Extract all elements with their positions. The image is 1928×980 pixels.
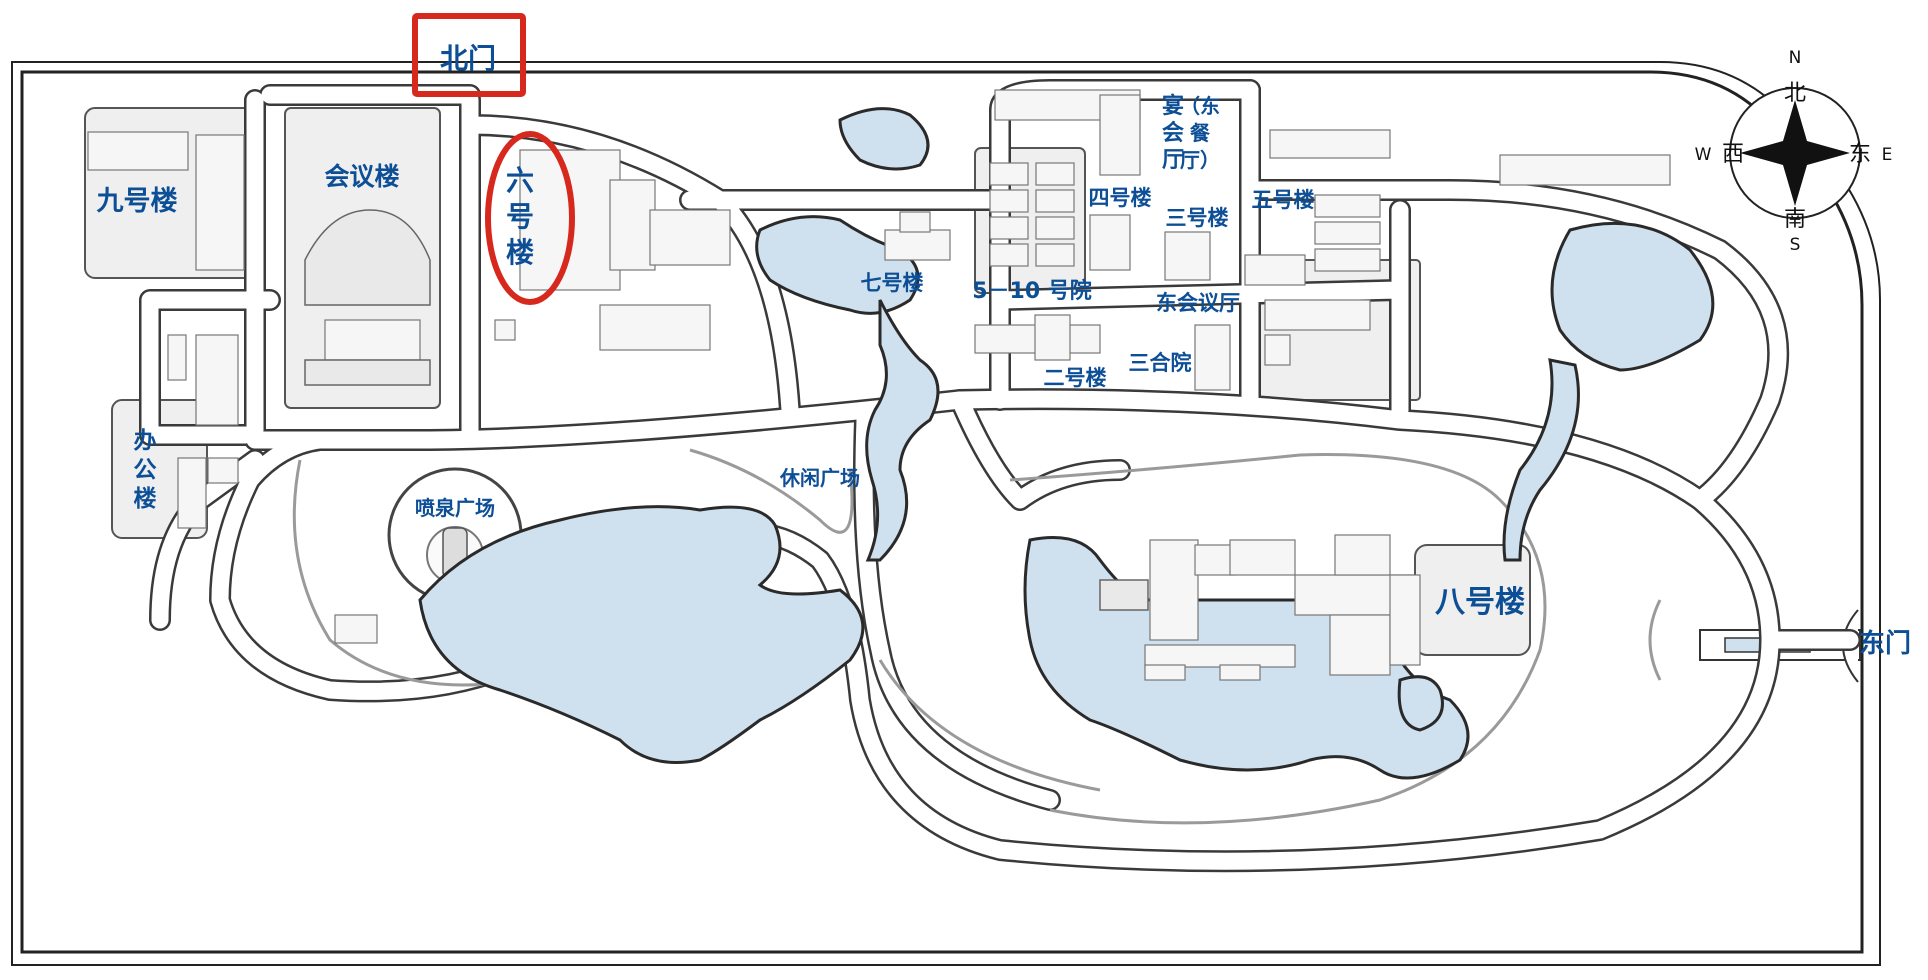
label-leisure-plaza[interactable]: 休闲广场 <box>779 466 860 490</box>
label-east-dining-char3[interactable]: 厅） <box>1180 148 1220 172</box>
svg-text:S: S <box>1790 235 1801 255</box>
label-building-8[interactable]: 八号楼 <box>1435 585 1525 620</box>
label-sanheyuan[interactable]: 三合院 <box>1129 351 1192 375</box>
svg-text:北: 北 <box>1784 81 1806 106</box>
svg-text:N: N <box>1789 48 1802 68</box>
svg-text:西: 西 <box>1722 142 1744 167</box>
label-office-char1[interactable]: 办 <box>134 428 157 454</box>
svg-text:E: E <box>1882 145 1893 165</box>
compass-rose: N 北 南 S W 西 东 E <box>1695 48 1893 255</box>
label-east-conference-hall[interactable]: 东会议厅 <box>1156 291 1240 315</box>
svg-text:东: 东 <box>1849 142 1871 167</box>
map-labels: 北门 东门 九号楼 会议楼 六 号 楼 七号楼 四号楼 5－10 号院 宴 会 … <box>97 42 1912 659</box>
label-banquet-char1[interactable]: 宴 <box>1162 93 1184 119</box>
label-fountain-plaza[interactable]: 喷泉广场 <box>415 496 495 520</box>
label-building-9[interactable]: 九号楼 <box>97 186 178 217</box>
label-building-7[interactable]: 七号楼 <box>861 271 924 295</box>
label-building-3[interactable]: 三号楼 <box>1166 206 1229 230</box>
label-building-6-char2[interactable]: 号 <box>506 200 534 233</box>
label-office-char3[interactable]: 楼 <box>134 486 157 512</box>
label-courtyard-5-10[interactable]: 5－10 号院 <box>972 278 1092 304</box>
label-building-6-char1[interactable]: 六 <box>506 164 534 197</box>
north-gate-highlight-box <box>412 13 526 97</box>
label-building-5[interactable]: 五号楼 <box>1252 188 1315 212</box>
building-6-highlight-circle <box>485 131 575 305</box>
label-east-gate[interactable]: 东门 <box>1859 628 1911 659</box>
label-banquet-char2[interactable]: 会 <box>1162 120 1184 146</box>
label-east-dining-char2[interactable]: 餐 <box>1190 121 1211 145</box>
svg-text:南: 南 <box>1784 207 1806 232</box>
garden-paths <box>292 448 1662 825</box>
svg-text:W: W <box>1695 145 1712 165</box>
label-building-6-char3[interactable]: 楼 <box>506 236 534 269</box>
label-banquet-char3[interactable]: 厅 <box>1162 148 1184 173</box>
label-conference-building[interactable]: 会议楼 <box>324 162 399 191</box>
compass-star-icon <box>1740 100 1850 206</box>
label-building-2[interactable]: 二号楼 <box>1044 366 1107 390</box>
label-east-dining-char1[interactable]: （东 <box>1180 94 1220 118</box>
label-north-gate[interactable]: 北门 <box>440 42 496 75</box>
label-office-char2[interactable]: 公 <box>134 457 157 483</box>
label-building-4[interactable]: 四号楼 <box>1089 186 1152 210</box>
buildings <box>87 89 1671 681</box>
